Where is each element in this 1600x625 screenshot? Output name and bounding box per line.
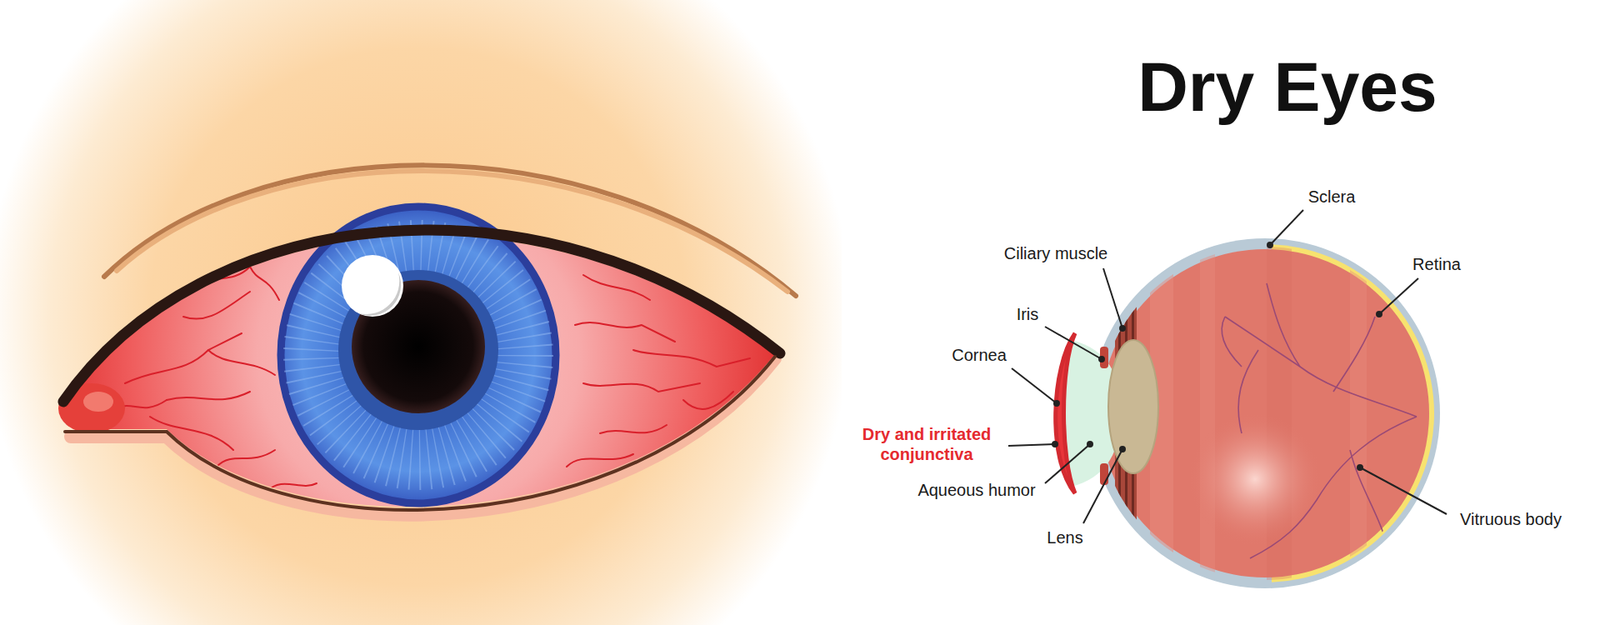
fundus-glow (1188, 412, 1322, 546)
lower-lid-line (65, 356, 775, 510)
leader-dot (1376, 311, 1382, 317)
vessel (633, 350, 750, 367)
iris-section (1100, 346, 1109, 369)
part-label: Aqueous humor (917, 480, 1035, 500)
vessel (208, 350, 275, 375)
leader-line (1045, 444, 1090, 484)
lens (1108, 340, 1159, 474)
vessel (216, 450, 275, 467)
leader-line (1103, 268, 1123, 329)
leader-line (1360, 467, 1447, 515)
globe-interior (1115, 241, 1417, 592)
vessel (600, 425, 667, 434)
highlight (341, 255, 404, 317)
leader-dot (1120, 325, 1125, 331)
vessel (566, 454, 634, 467)
upper-lash-line (63, 230, 780, 402)
part-label: Sclera (1308, 186, 1356, 207)
vessel (1333, 316, 1375, 392)
part-label: Iris (1016, 304, 1040, 325)
leader-line (1045, 326, 1102, 360)
vessel (1221, 316, 1242, 367)
vessel (1266, 283, 1300, 367)
vessel (583, 383, 700, 392)
leader-line (1083, 449, 1123, 524)
leader-line (1011, 368, 1057, 404)
leader-line (1379, 278, 1419, 315)
retinal-vessels (1221, 283, 1417, 559)
highlight-label: Dry and irritated conjunctiva (851, 424, 1002, 465)
vitreous-stripe (1200, 241, 1215, 592)
vessel (166, 391, 250, 400)
vessel (1238, 350, 1259, 434)
vessel (1350, 450, 1384, 534)
leader-dot (1054, 400, 1060, 406)
cornea (1055, 333, 1075, 494)
part-label: Vitruous body (1460, 509, 1562, 530)
iris (280, 206, 556, 504)
vessel (1250, 416, 1417, 559)
vessel (125, 333, 242, 384)
vessel (183, 291, 250, 320)
leader-dot (1120, 446, 1125, 452)
vessel (583, 275, 650, 300)
iris-section (1100, 463, 1109, 485)
vessel (575, 322, 675, 342)
part-label: Lens (1046, 527, 1083, 548)
iris-fibers (316, 253, 520, 457)
part-label: Retina (1412, 254, 1461, 275)
vessel (1225, 316, 1417, 417)
leader-dot (1357, 465, 1363, 470)
caruncle-highlight (83, 391, 114, 412)
leader-dot (1099, 356, 1105, 362)
sclera-layer (1090, 238, 1440, 589)
leader-line (1008, 444, 1055, 446)
part-label: Cornea (951, 345, 1007, 365)
leader-line (1270, 210, 1304, 245)
vitreous-stripe (1350, 241, 1367, 592)
highlight-shade (358, 272, 401, 316)
part-label: Ciliary muscle (1004, 243, 1108, 264)
skin-glow (0, 0, 842, 625)
leader-dot (1267, 242, 1273, 248)
vessel (250, 266, 280, 300)
leader-dot (1052, 441, 1058, 447)
leader-dot (1087, 441, 1093, 447)
diagram-title: Dry Eyes (1137, 46, 1438, 127)
